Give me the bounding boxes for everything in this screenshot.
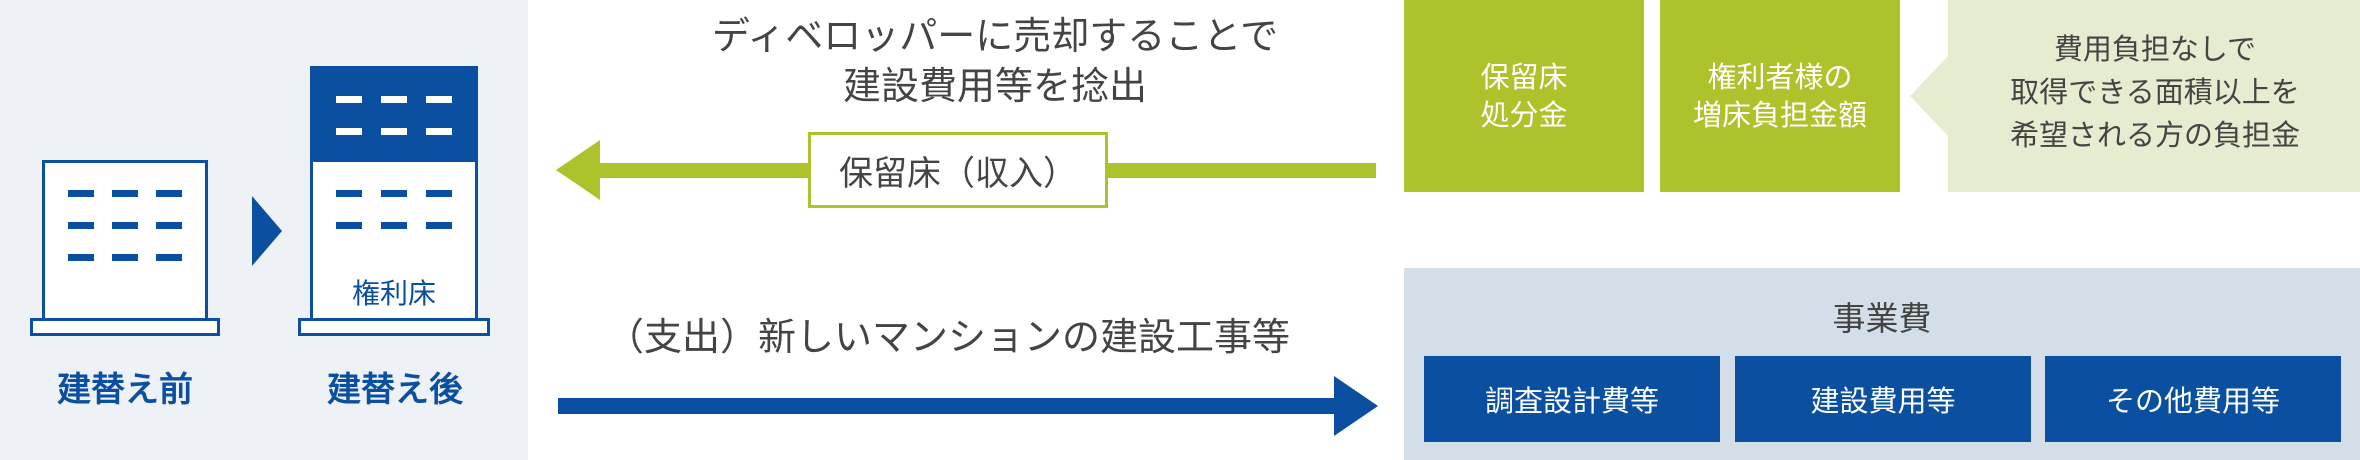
after-label: 建替え後 — [327, 370, 463, 410]
owner-extra-floor-payment-text: 権利者様の 増床負担金額 — [1692, 60, 1867, 132]
cost-item-other: その他費用等 — [2045, 356, 2341, 442]
expense-arrow — [558, 376, 1378, 436]
callout-text: 費用負担なしで 取得できる面積以上を 希望される方の負担金 — [2009, 32, 2300, 152]
reserved-floor-proceeds-text: 保留床 処分金 — [1480, 60, 1568, 132]
callout-shape — [1910, 0, 2360, 192]
cost-item-survey-design: 調査設計費等 — [1424, 356, 1720, 442]
building-after-icon: 権利床 — [298, 66, 490, 336]
building-before-icon — [30, 160, 220, 336]
project-cost-panel: 事業費 調査設計費等 建設費用等 その他費用等 — [1404, 268, 2360, 460]
left-panel: 権利床 建替え前 建替え後 — [0, 0, 528, 460]
expense-label: （支出）新しいマンションの建設工事等 — [606, 315, 1291, 359]
rights-floor-label: 権利床 — [351, 277, 436, 310]
project-cost-title: 事業費 — [1832, 299, 1932, 338]
revenue-arrow-label: 保留床（収入） — [808, 132, 1108, 208]
reserved-floor-proceeds-box: 保留床 処分金 — [1404, 0, 1644, 192]
revenue-heading-line2: 建設費用等を捻出 — [842, 64, 1147, 108]
owner-extra-floor-payment-box: 権利者様の 増床負担金額 — [1660, 0, 1900, 192]
revenue-heading-line1: ディベロッパーに売却することで — [711, 14, 1279, 58]
before-label: 建替え前 — [57, 370, 193, 410]
cost-item-construction: 建設費用等 — [1735, 356, 2031, 442]
right-triangle-icon — [252, 196, 282, 266]
new-floors-block — [310, 66, 478, 162]
